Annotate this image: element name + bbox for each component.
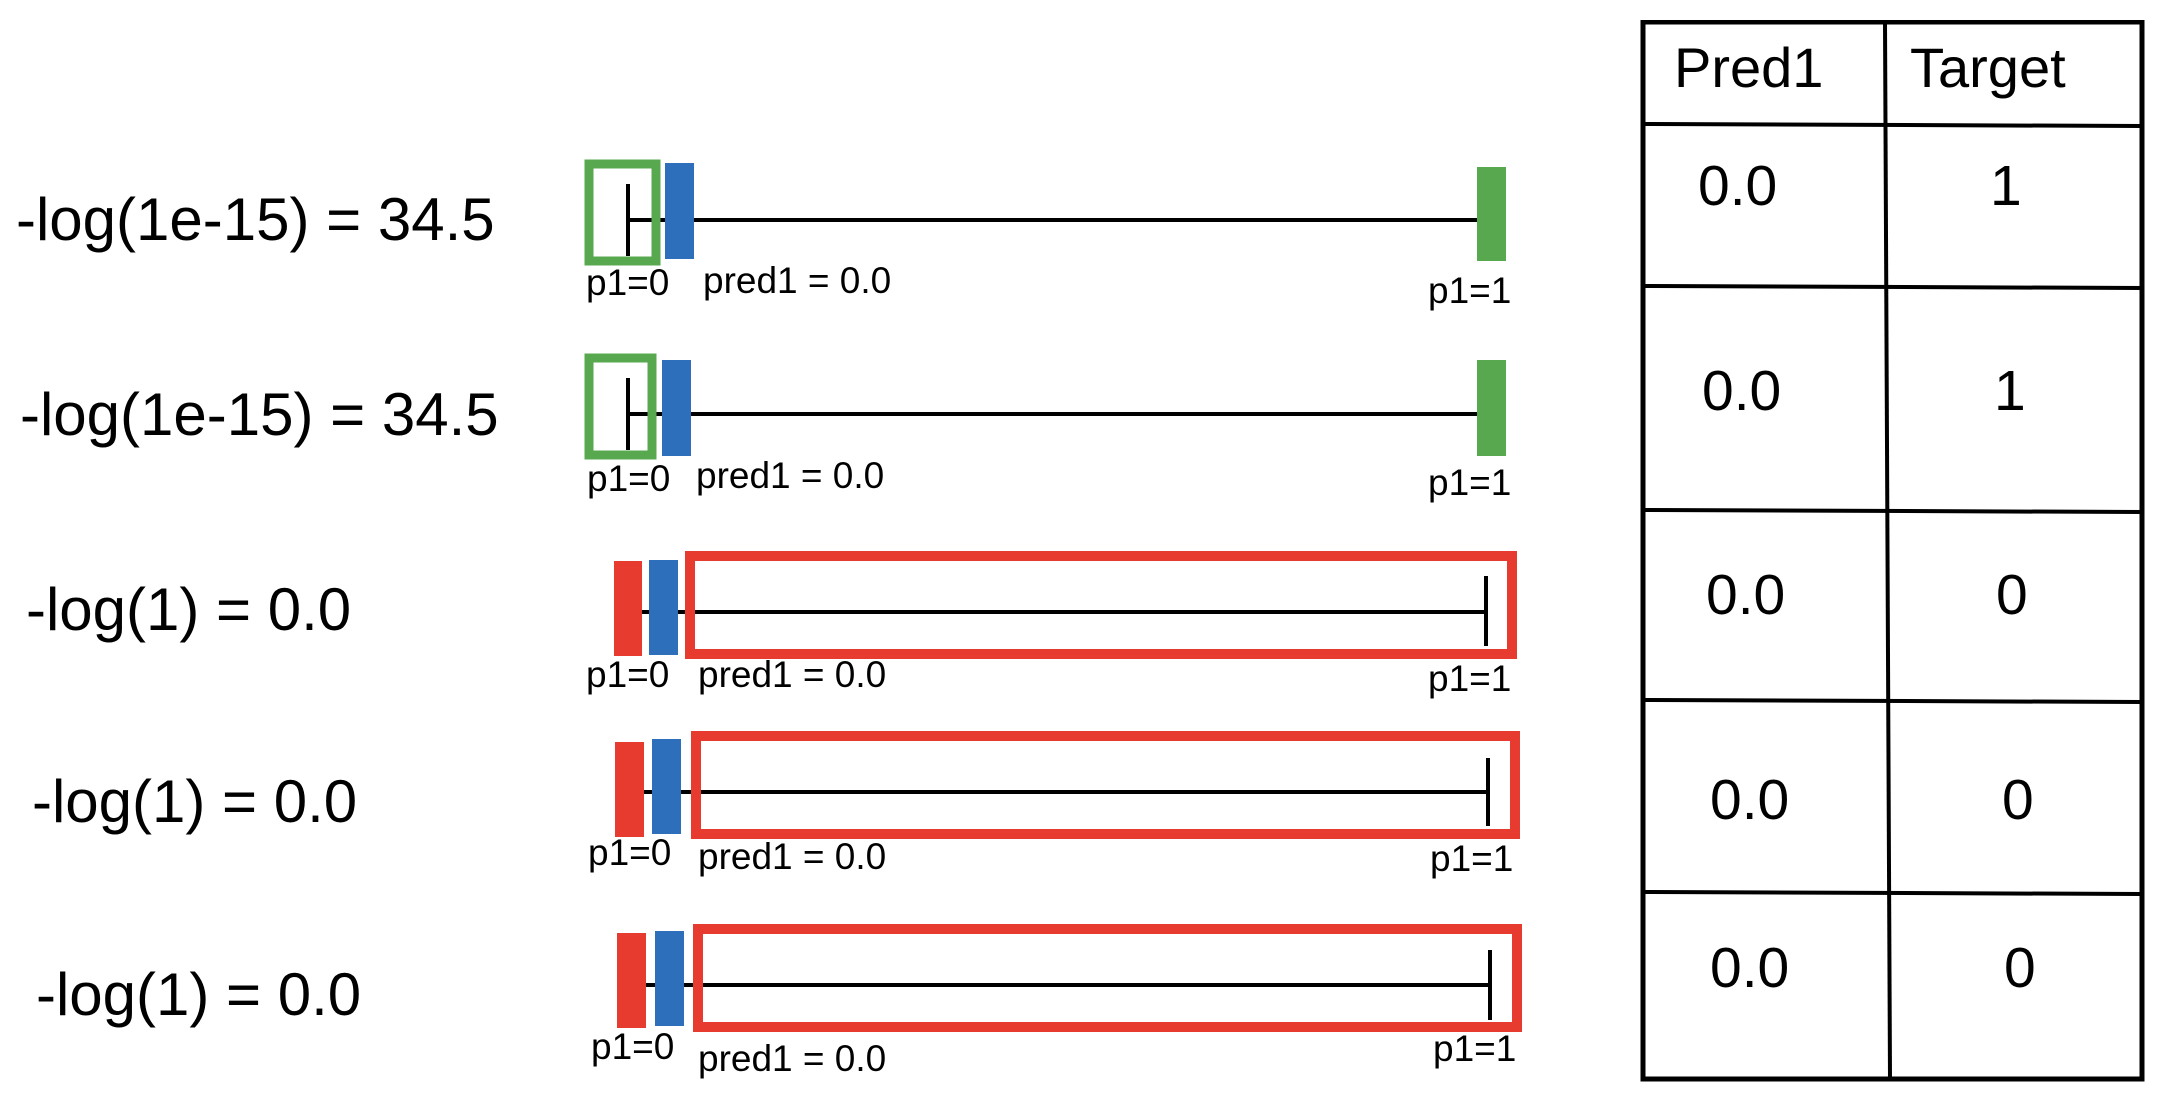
table-grid [1640, 20, 2145, 1082]
p1-one-label: p1=1 [1428, 270, 1512, 311]
target-highlight-box [685, 551, 1517, 659]
target-highlight-box [584, 353, 657, 460]
prediction-marker [649, 560, 678, 655]
prediction-label: pred1 = 0.0 [698, 1038, 887, 1079]
target-marker [617, 933, 646, 1028]
pred1-value: 0.0 [1710, 768, 1790, 832]
p1-one-label: p1=1 [1430, 838, 1514, 879]
scale-row-5 [617, 924, 1522, 1032]
prediction-target-table: Pred1 Target 0.0 1 0.0 1 0.0 0 0.0 0 0.0… [1640, 20, 2145, 1082]
column-header-pred1: Pred1 [1674, 36, 1824, 99]
target-highlight-box [584, 159, 661, 266]
target-highlight-box [693, 924, 1522, 1032]
target-value: 1 [1990, 154, 2022, 218]
p1-zero-label: p1=0 [588, 832, 672, 873]
prediction-marker [665, 163, 694, 259]
target-marker [614, 561, 642, 656]
pred1-value: 0.0 [1706, 563, 1786, 627]
loss-formula: -log(1) = 0.0 [36, 961, 362, 1028]
loss-formula: -log(1e-15) = 34.5 [20, 381, 499, 448]
scale-row-4 [615, 731, 1520, 839]
prediction-marker [662, 360, 691, 456]
prediction-label: pred1 = 0.0 [703, 260, 892, 301]
p1-zero-label: p1=0 [587, 458, 671, 499]
target-value: 0 [2004, 936, 2036, 1000]
pred1-value: 0.0 [1710, 936, 1790, 1000]
loss-formula: -log(1) = 0.0 [32, 768, 358, 835]
scale-row-3 [614, 551, 1517, 659]
prediction-marker [655, 931, 684, 1026]
prediction-marker [652, 739, 681, 834]
target-marker [1477, 167, 1506, 261]
target-marker [615, 742, 644, 837]
prediction-label: pred1 = 0.0 [698, 836, 887, 877]
loss-formula: -log(1) = 0.0 [26, 576, 352, 643]
target-value: 0 [1996, 563, 2028, 627]
target-value: 0 [2002, 768, 2034, 832]
p1-one-label: p1=1 [1428, 462, 1512, 503]
p1-zero-label: p1=0 [591, 1026, 675, 1067]
scale-row-2 [584, 353, 1506, 460]
pred1-value: 0.0 [1698, 154, 1778, 218]
target-value: 1 [1994, 359, 2026, 423]
loss-formula: -log(1e-15) = 34.5 [16, 186, 495, 253]
target-marker [1477, 360, 1506, 456]
p1-zero-label: p1=0 [586, 262, 670, 303]
p1-one-label: p1=1 [1433, 1028, 1517, 1069]
scale-row-1 [584, 159, 1506, 266]
column-header-target: Target [1910, 36, 2066, 99]
p1-one-label: p1=1 [1428, 658, 1512, 699]
prediction-label: pred1 = 0.0 [696, 455, 885, 496]
prediction-label: pred1 = 0.0 [698, 654, 887, 695]
p1-zero-label: p1=0 [586, 654, 670, 695]
target-highlight-box [691, 731, 1520, 839]
pred1-value: 0.0 [1702, 359, 1782, 423]
